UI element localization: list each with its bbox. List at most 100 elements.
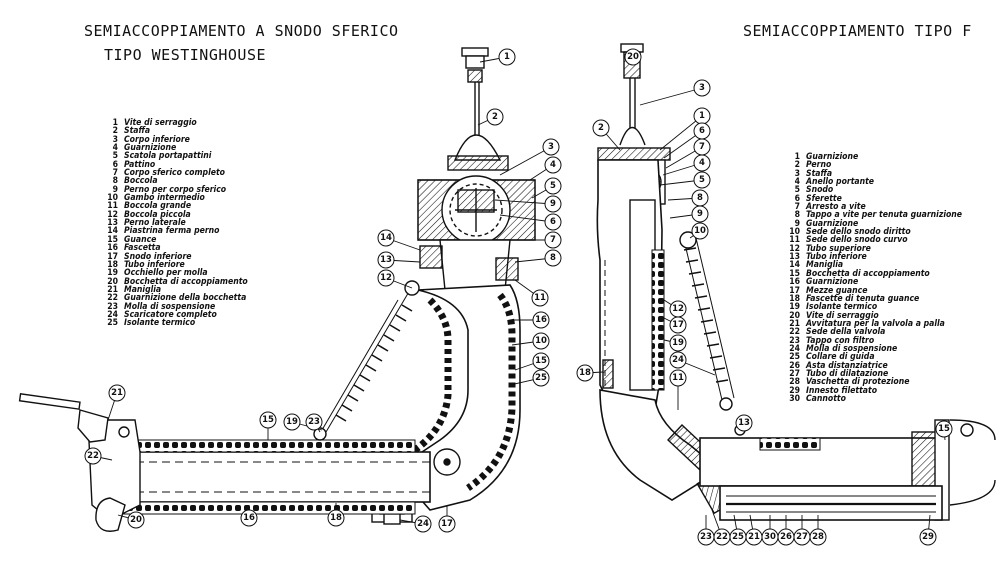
callout-bubble: 28 [809,528,827,546]
left-assembly [18,47,536,532]
callout-bubble: 15 [259,411,277,429]
callout-circle [542,138,560,156]
callout-bubble: 24 [414,515,432,533]
legend-number: 11 [789,235,800,246]
legend-number: 22 [107,293,118,304]
callout-bubble: 12 [669,300,687,318]
callout-circle [377,269,395,287]
legend-label: Molla di sospensione [806,343,898,354]
callout-bubble: 20 [624,48,642,66]
callout-number: 28 [812,532,824,542]
legend-number: 28 [789,377,800,388]
callout-number: 3 [699,83,705,93]
callout-circle [693,79,711,97]
legend-number: 26 [789,360,800,371]
legend-label: Tubo di dilatazione [806,368,889,379]
callout-circle [691,205,709,223]
callout-circle [127,511,145,529]
legend-label: Sferette [806,193,842,204]
callout-bubble: 25 [532,369,550,387]
callout-number: 9 [550,199,556,209]
legend-label: Perno per corpo sferico [124,184,227,195]
callout-bubble: 6 [544,213,562,231]
legend-number: 9 [112,184,118,195]
legend-label: Tubo inferiore [806,252,867,263]
callout-circle [669,334,687,352]
callout-number: 30 [764,532,776,542]
legend-number: 21 [107,284,118,295]
callout-circle [544,231,562,249]
callout-number: 7 [550,235,556,245]
callout-circle [108,384,126,402]
legend-number: 2 [794,160,800,171]
legend-label: Maniglia [124,284,162,295]
legend-label: Asta distanziatrice [806,360,888,371]
legend-number: 8 [112,176,118,187]
callout-circle [531,289,549,307]
callout-number: 25 [732,532,744,542]
legend-label: Snodo [806,185,834,196]
callout-number: 6 [550,217,556,227]
callout-number: 24 [672,355,684,365]
callout-circle [544,195,562,213]
callout-number: 12 [672,304,684,314]
legend-number: 4 [794,177,800,188]
legend-number: 8 [794,210,800,221]
callout-bubble: 3 [542,138,560,156]
legend-label: Corpo inferiore [124,134,190,145]
legend-label: Perno laterale [124,218,186,229]
legend-label: Isolante termico [806,302,878,313]
legend-label: Sede dello snodo curvo [806,235,908,246]
legend-number: 3 [794,168,800,179]
legend-number: 29 [789,385,800,396]
legend-number: 1 [112,118,118,128]
legend-label: Isolante termico [124,318,196,329]
callout-circle [486,108,504,126]
legend-number: 18 [789,293,800,304]
callout-bubble: 16 [532,311,550,329]
left-title-line2: TIPO WESTINGHOUSE [104,46,267,64]
right-title: SEMIACCOPPIAMENTO TIPO F [743,22,972,40]
callout-circle [438,515,456,533]
callout-circle [259,411,277,429]
callout-circle [544,213,562,231]
legend-number: 27 [789,368,800,379]
legend-label: Bocchetta di accoppiamento [124,276,248,287]
callout-number: 10 [694,226,706,236]
callout-circle [544,177,562,195]
callout-number: 26 [780,532,792,542]
callout-number: 4 [550,160,556,170]
legend-number: 25 [789,352,800,363]
callout-number: 11 [534,293,546,303]
callout-number: 25 [535,373,547,383]
legend-number: 23 [789,335,800,346]
callout-bubble: 4 [693,154,711,172]
callout-number: 12 [380,273,392,283]
legend-label: Maniglia [806,260,844,271]
callout-number: 10 [535,336,547,346]
callout-number: 19 [672,338,684,348]
callout-bubble: 13 [735,414,753,432]
callout-circle [377,251,395,269]
legend-number: 30 [789,393,800,404]
callout-number: 27 [796,532,808,542]
callout-circle [669,369,687,387]
callout-number: 2 [492,112,498,122]
callout-bubble: 24 [669,351,687,369]
